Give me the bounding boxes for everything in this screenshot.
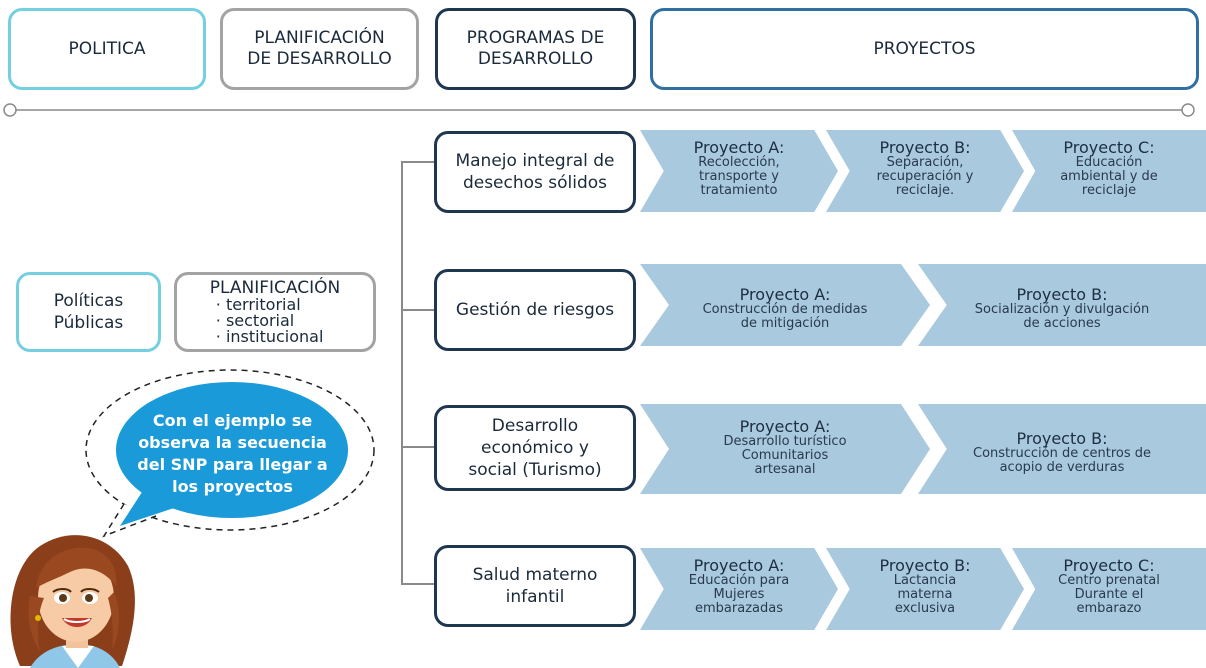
project-title: Proyecto B: [879,556,971,575]
project-desc: Socialización y divulgación [974,302,1150,317]
program-turismo-line1: Desarrollo [491,416,579,436]
planificacion-item-sectorial: · sectorial [215,311,295,330]
project-desc: Durante el [1074,587,1144,602]
timeline [3,103,1195,117]
header-proyectos-label: PROYECTOS [873,38,976,59]
header-planificacion-line2: DE DESARROLLO [247,49,392,69]
bracket-vertical-line [401,161,403,585]
bracket-tick-3 [401,446,435,448]
project-desc: Comunitarios [741,448,829,463]
project-desc: reciclaje [1081,183,1137,198]
program-salud-line1: Salud materno [472,565,598,585]
project-desc: recuperación y [876,169,974,184]
project-desechos-a: Proyecto A: Recolección, transporte y tr… [640,130,838,212]
project-salud-c: Proyecto C: Centro prenatal Durante el e… [1012,548,1206,630]
politicas-line2: Públicas [53,313,124,333]
project-desc: Construcción de medidas [702,302,868,317]
program-desechos-box: Manejo integral de desechos sólidos [434,131,636,213]
project-riesgos-b: Proyecto B: Socialización y divulgación … [918,264,1206,346]
politicas-line1: Políticas [53,291,124,311]
header-planificacion-line1: PLANIFICACIÓN [254,28,385,48]
project-title: Proyecto A: [739,285,831,304]
project-title: Proyecto C: [1063,138,1155,157]
bubble-line2: observa la secuencia [138,433,327,452]
project-desc: Construcción de centros de [973,446,1151,461]
project-desc: reciclaje. [895,183,955,198]
program-desechos-line1: Manejo integral de [455,151,615,171]
project-title: Proyecto B: [1016,429,1108,448]
bubble-line4: los proyectos [172,477,293,496]
header-politica-label: POLITICA [68,38,146,59]
header-politica-box: POLITICA [8,8,206,90]
bracket-tick-2 [401,309,435,311]
project-desc: acopio de verduras [999,460,1125,475]
header-programas-line2: DESARROLLO [477,49,594,69]
program-turismo-line2: económico y [481,438,589,458]
project-desc: tratamiento [700,183,778,198]
program-salud-line2: infantil [505,587,565,607]
planificacion-item-institucional: · institucional [215,327,324,346]
timeline-end-circle [1181,103,1195,117]
project-turismo-a: Proyecto A: Desarrollo turístico Comunit… [640,404,930,494]
project-desc: Desarrollo turístico [723,434,847,449]
project-salud-a: Proyecto A: Educación para Mujeres embar… [640,548,838,630]
project-desechos-b: Proyecto B: Separación, recuperación y r… [826,130,1024,212]
project-title: Proyecto A: [693,138,785,157]
program-turismo-line3: social (Turismo) [468,460,602,480]
project-desc: embarazadas [695,601,783,616]
project-turismo-b: Proyecto B: Construcción de centros de a… [918,404,1206,494]
project-desc: Educación [1075,155,1143,170]
bubble-line3: del SNP para llegar a [137,455,328,474]
project-title: Proyecto B: [879,138,971,157]
politicas-publicas-box: Políticas Públicas [16,272,161,352]
project-desc: de mitigación [740,316,830,331]
project-desc: materna [897,587,953,602]
bracket-tick-1 [401,161,435,163]
planificacion-box: PLANIFICACIÓN · territorial · sectorial … [174,272,376,352]
project-title: Proyecto C: [1063,556,1155,575]
project-salud-b: Proyecto B: Lactancia materna exclusiva [826,548,1024,630]
program-salud-box: Salud materno infantil [434,545,636,627]
header-proyectos-box: PROYECTOS [650,8,1199,90]
speech-bubble [85,369,375,538]
speech-bubble-text: Con el ejemplo se observa la secuencia d… [120,410,345,498]
project-title: Proyecto A: [693,556,785,575]
project-desc: Separación, [886,155,964,170]
project-desc: Educación para [688,573,790,588]
header-planificacion-box: PLANIFICACIÓN DE DESARROLLO [220,8,419,90]
project-riesgos-a: Proyecto A: Construcción de medidas de m… [640,264,930,346]
bubble-line1: Con el ejemplo se [152,411,313,430]
project-title: Proyecto A: [739,417,831,436]
project-desc: ambiental y de [1060,169,1158,184]
planificacion-title: PLANIFICACIÓN [209,278,341,298]
project-desc: Centro prenatal [1058,573,1160,588]
project-title: Proyecto B: [1016,285,1108,304]
header-programas-line1: PROGRAMAS DE [466,28,605,48]
project-desc: transporte y [699,169,779,184]
project-desc: embarazo [1076,601,1142,616]
project-desc: Recolección, [698,155,780,170]
program-riesgos-line1: Gestión de riesgos [455,300,615,320]
program-desechos-line2: desechos sólidos [462,173,608,193]
program-riesgos-box: Gestión de riesgos [434,269,636,351]
timeline-start-circle [3,103,17,117]
bracket-tick-4 [401,583,435,585]
project-desechos-c: Proyecto C: Educación ambiental y de rec… [1012,130,1206,212]
project-desc: de acciones [1023,316,1101,331]
planificacion-item-territorial: · territorial [215,295,301,314]
project-desc: artesanal [754,462,816,477]
project-desc: Mujeres [713,587,765,602]
project-desc: Lactancia [893,573,957,588]
woman-character-illustration [10,535,135,668]
program-turismo-box: Desarrollo económico y social (Turismo) [434,405,636,491]
project-desc: exclusiva [894,601,956,616]
header-programas-box: PROGRAMAS DE DESARROLLO [435,8,636,90]
